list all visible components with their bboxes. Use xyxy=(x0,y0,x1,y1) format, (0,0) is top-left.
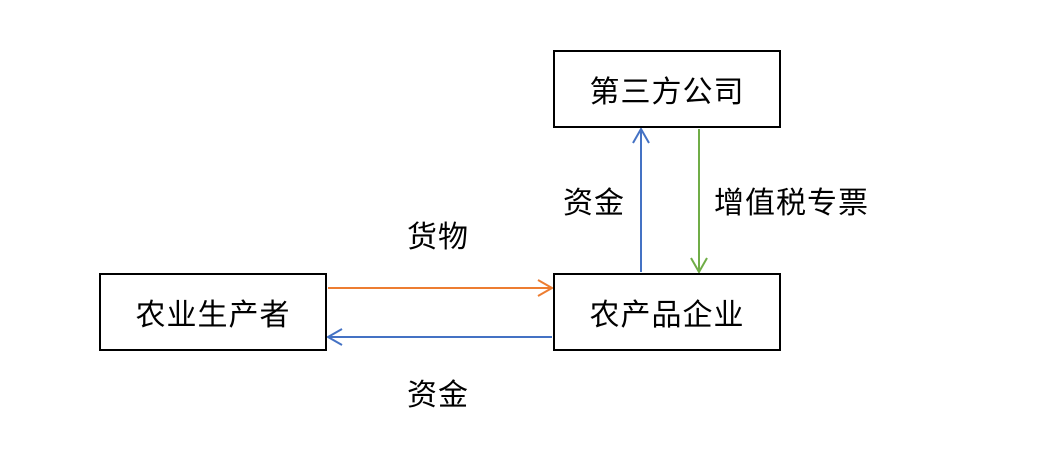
vat-invoice-edge-label: 增值税专票 xyxy=(714,186,869,221)
agricultural-producer-label: 农业生产者 xyxy=(135,298,291,333)
third-party-company-node: 第三方公司 xyxy=(553,50,781,128)
agricultural-enterprise-label: 农产品企业 xyxy=(589,298,745,333)
vat-invoice-arrow xyxy=(690,129,708,275)
funds-to-third-party-arrow xyxy=(632,126,650,272)
funds-to-producer-arrow xyxy=(325,328,552,346)
funds-to-third-party-edge-label: 资金 xyxy=(563,186,625,221)
goods-arrow xyxy=(328,279,555,297)
goods-edge-label: 货物 xyxy=(407,220,469,255)
agricultural-enterprise-node: 农产品企业 xyxy=(553,273,781,351)
funds-to-producer-edge-label: 资金 xyxy=(407,378,469,413)
agricultural-producer-node: 农业生产者 xyxy=(99,273,327,351)
third-party-company-label: 第三方公司 xyxy=(589,75,745,110)
